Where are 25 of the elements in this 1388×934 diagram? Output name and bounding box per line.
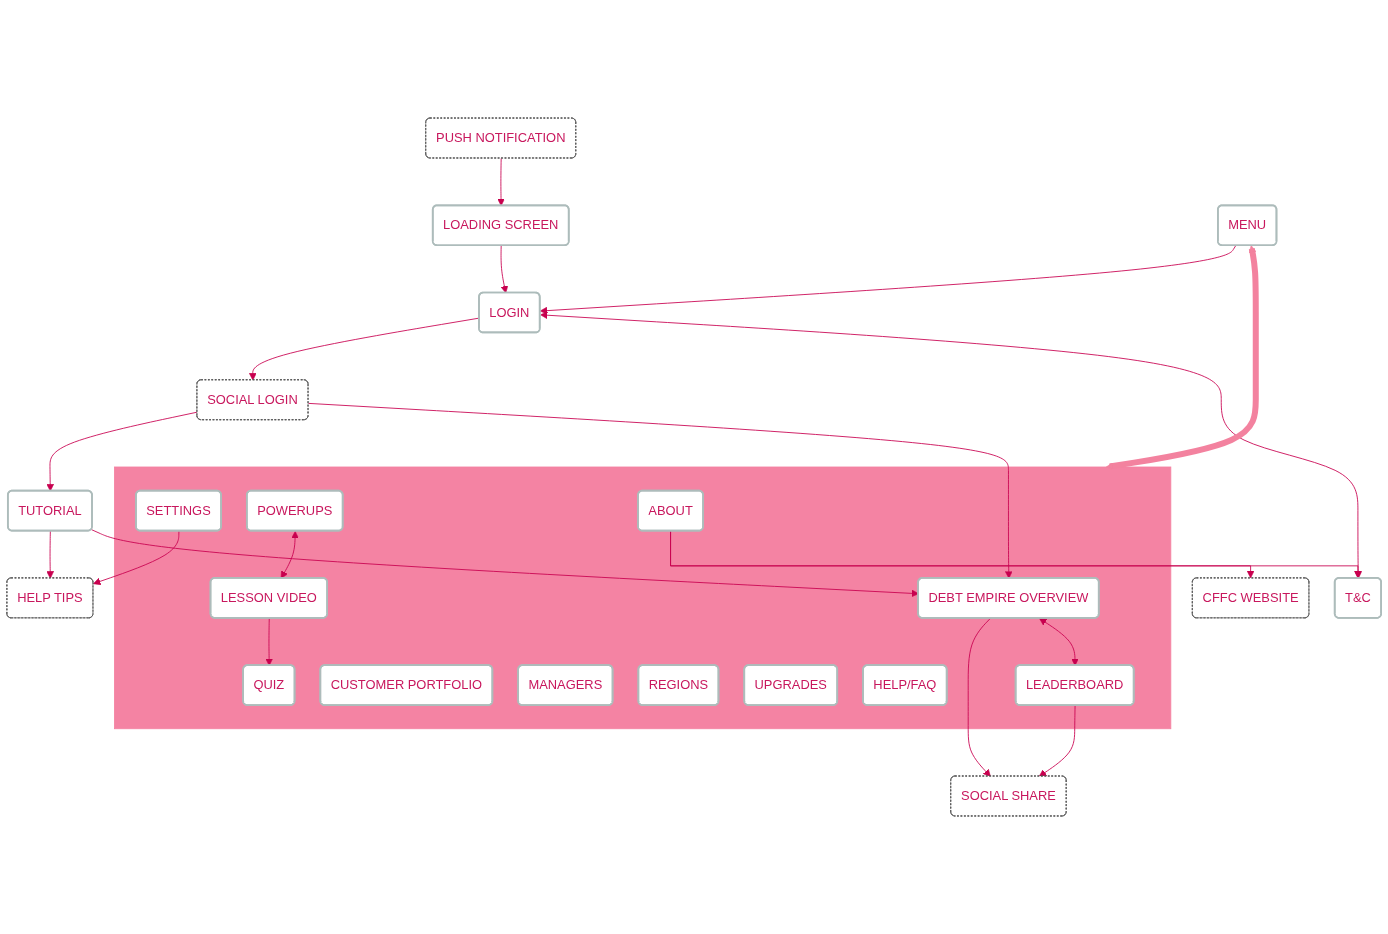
screen-box: MANAGERS xyxy=(517,664,614,706)
screen-box: LOADING SCREEN xyxy=(431,204,570,247)
arrow xyxy=(1106,245,1259,470)
arrow xyxy=(280,531,299,579)
screen-box: UPGRADES xyxy=(743,664,839,706)
screen-box: MENU xyxy=(1217,204,1278,247)
screen-box: QUIZ xyxy=(242,664,296,706)
screen-box: REGIONS xyxy=(637,664,720,706)
arrow xyxy=(1039,618,1079,666)
mockup-screen-box: CFFC WEBSITE xyxy=(1191,577,1310,619)
screen-box: POWERUPS xyxy=(245,489,344,532)
mockup-screen-box: PUSH NOTIFICATION xyxy=(425,117,577,159)
screen-box: DEBT EMPIRE OVERVIEW xyxy=(917,577,1100,619)
screen-box: ABOUT xyxy=(637,489,704,532)
screen-box: TUTORIAL xyxy=(6,489,93,532)
screen-box: LOGIN xyxy=(478,291,541,334)
screen-box: CUSTOMER PORTFOLIO xyxy=(319,664,494,706)
mockup-screen-box: SOCIAL LOGIN xyxy=(196,379,309,421)
mockup-screen-box: SOCIAL SHARE xyxy=(950,775,1067,817)
screen-box: LESSON VIDEO xyxy=(209,577,328,619)
screen-box: SETTINGS xyxy=(135,489,222,532)
mockup-screen-box: HELP TIPS xyxy=(6,577,94,619)
screen-box: T&C xyxy=(1333,577,1382,619)
screen-box: LEADERBOARD xyxy=(1014,664,1135,706)
screen-box: HELP/FAQ xyxy=(862,664,948,706)
